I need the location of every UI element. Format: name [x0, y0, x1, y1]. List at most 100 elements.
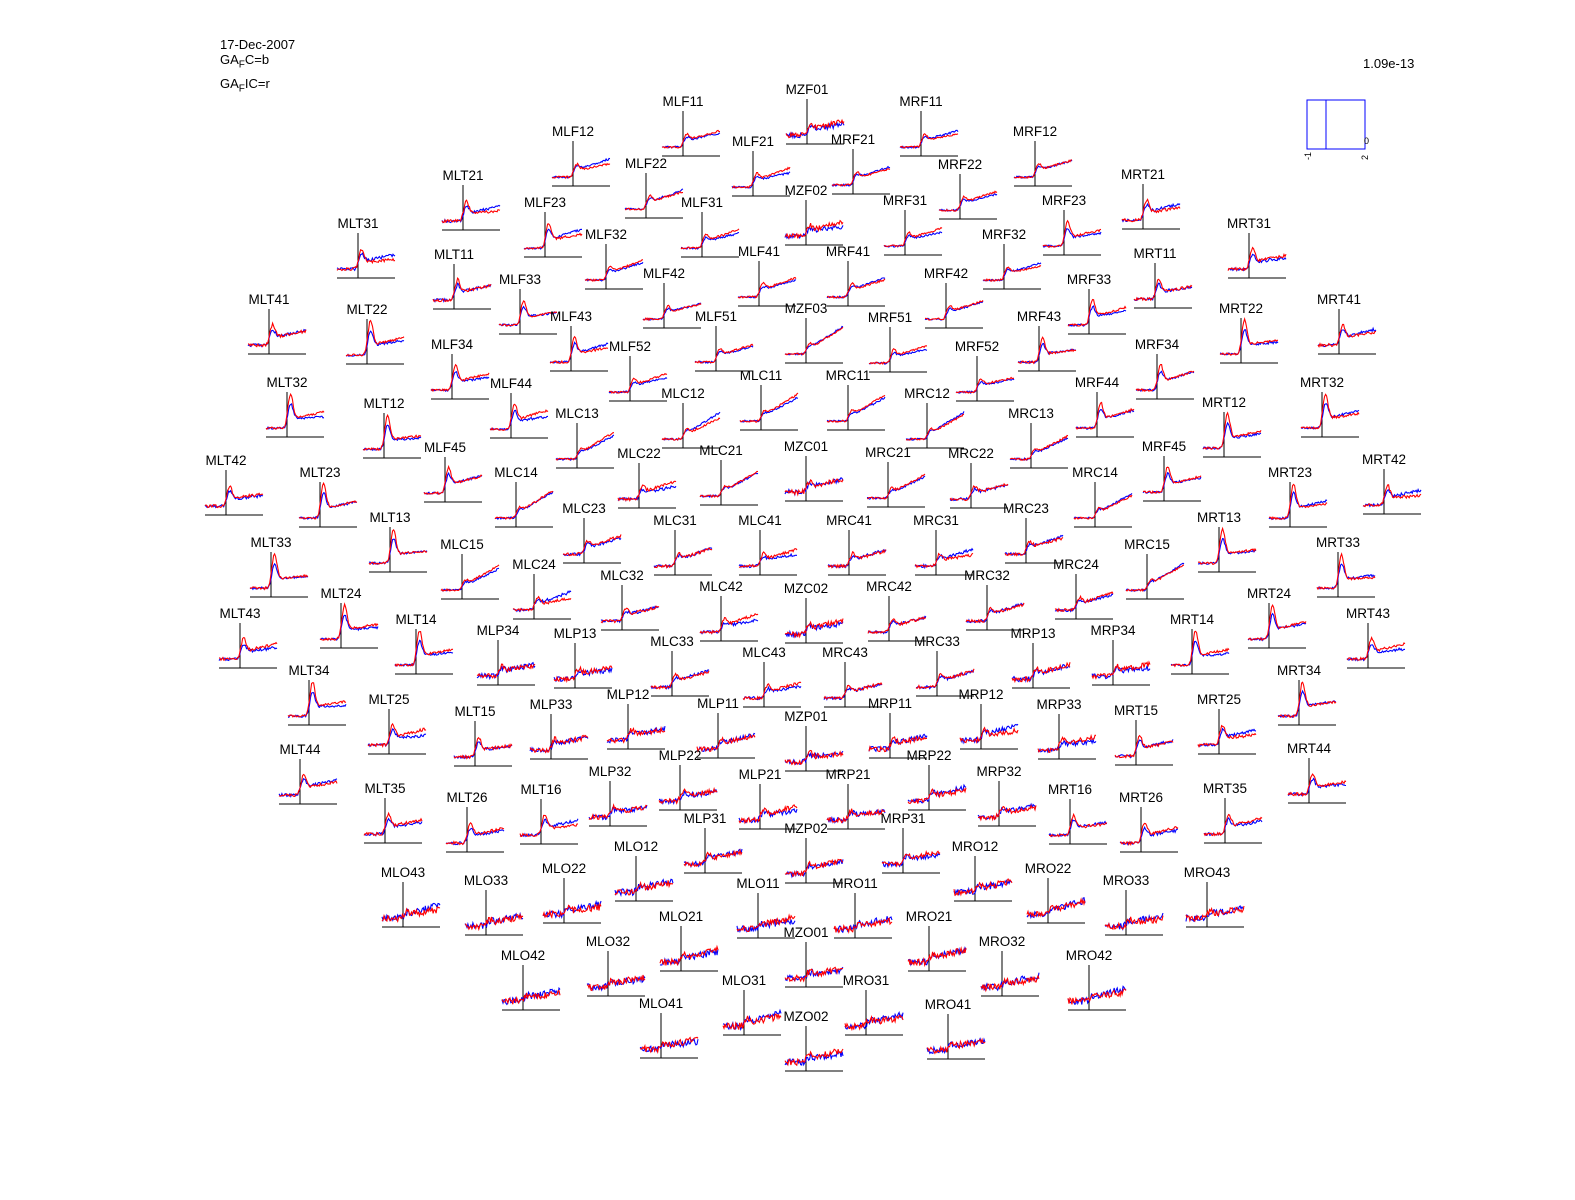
trace-series-1	[737, 279, 797, 299]
channel-panel-mlf23: MLF23	[523, 195, 583, 258]
trace-series-2	[823, 681, 883, 700]
channel-axes	[1105, 890, 1163, 936]
trace-series-2	[1316, 552, 1376, 591]
channel-label: MZP02	[784, 821, 828, 836]
channel-panel-mzo02: MZO02	[783, 1009, 844, 1072]
channel-axes	[465, 890, 523, 936]
trace-series-1	[1125, 562, 1185, 593]
trace-series-1	[394, 639, 454, 667]
channel-panel-mrf32: MRF32	[982, 227, 1042, 290]
channel-panel-mrt16: MRT16	[1048, 782, 1108, 845]
trace-series-1	[1277, 689, 1336, 719]
trace-series-2	[1133, 278, 1193, 302]
channel-panel-mrf52: MRF52	[955, 339, 1015, 402]
channel-panel-mlp13: MLP13	[553, 626, 613, 689]
channel-label: MLO31	[722, 973, 766, 988]
trace-series-2	[1104, 915, 1164, 931]
trace-series-2	[1091, 660, 1151, 680]
channel-label: MRC43	[822, 645, 868, 660]
trace-series-2	[739, 392, 799, 423]
channel-axes	[1204, 798, 1262, 844]
trace-series-2	[287, 682, 347, 718]
trace-series-2	[563, 534, 622, 557]
channel-panel-mlf32: MLF32	[584, 227, 644, 290]
channel-panel-mzf01: MZF01	[785, 82, 845, 145]
channel-axes	[550, 326, 608, 372]
trace-series-1	[562, 537, 622, 557]
trace-series-2	[867, 616, 927, 635]
channel-label: MLF45	[424, 440, 466, 455]
channel-label: MLF33	[499, 272, 541, 287]
channel-label: MZF01	[786, 82, 829, 97]
channel-axes	[1018, 326, 1076, 372]
trace-series-1	[866, 475, 926, 500]
channel-label: MLF12	[552, 124, 594, 139]
channel-label: MRC21	[865, 445, 911, 460]
trace-series-2	[542, 902, 602, 919]
channel-panel-mlt32: MLT32	[265, 375, 325, 438]
trace-series-1	[661, 132, 721, 149]
channel-panel-mrf44: MRF44	[1075, 375, 1135, 438]
channel-panel-mrp32: MRP32	[976, 764, 1037, 827]
channel-axes	[552, 141, 610, 187]
channel-axes	[681, 212, 739, 258]
trace-series-1	[826, 808, 886, 824]
channel-label: MRO42	[1066, 948, 1113, 963]
trace-series-1	[1026, 896, 1086, 920]
channel-label: MLP22	[659, 748, 702, 763]
trace-series-2	[381, 906, 441, 923]
channel-label: MRF33	[1067, 272, 1111, 287]
trace-series-2	[827, 548, 887, 569]
channel-label: MRC31	[913, 513, 959, 528]
trace-series-2	[218, 636, 278, 662]
channel-label: MRF22	[938, 157, 982, 172]
channel-axes	[845, 990, 903, 1036]
trace-series-1	[1268, 490, 1328, 521]
trace-series-1	[345, 330, 405, 357]
channel-label: MRC12	[904, 386, 950, 401]
channel-axes	[700, 596, 758, 642]
channel-axes	[1076, 392, 1134, 438]
trace-series-2	[965, 602, 1025, 624]
channel-axes	[442, 185, 500, 231]
channel-label: MLF31	[681, 195, 723, 210]
channel-axes	[981, 951, 1039, 997]
channel-label: MLC24	[512, 557, 556, 572]
channel-panel-mlf11: MLF11	[661, 94, 721, 157]
channel-panel-mrc11: MRC11	[826, 368, 886, 431]
channel-axes	[785, 598, 843, 644]
trace-series-2	[584, 259, 643, 282]
channel-panel-mlo32: MLO32	[586, 934, 646, 997]
trace-series-2	[501, 990, 561, 1005]
trace-series-2	[1017, 336, 1077, 365]
channel-axes	[927, 1014, 985, 1060]
channel-label: MRT21	[1121, 167, 1165, 182]
channel-panel-mrt11: MRT11	[1133, 246, 1193, 309]
trace-series-2	[650, 670, 710, 690]
channel-label: MLT12	[363, 396, 404, 411]
channel-label: MLT26	[446, 790, 487, 805]
trace-series-1	[498, 305, 557, 327]
channel-axes	[364, 798, 422, 844]
channel-panel-mlc41: MLC41	[738, 513, 798, 576]
trace-series-1	[785, 121, 845, 140]
channel-label: MLT33	[250, 535, 291, 550]
channel-label: MRF23	[1042, 193, 1086, 208]
channel-panel-mlo41: MLO41	[639, 996, 699, 1059]
channel-axes	[785, 318, 843, 364]
channel-panel-mzo01: MZO01	[783, 925, 844, 988]
channel-axes	[382, 882, 440, 928]
channel-panel-mlp12: MLP12	[607, 687, 666, 750]
trace-series-1	[1133, 282, 1193, 302]
trace-series-2	[784, 1048, 844, 1067]
channel-panel-mrp11: MRP11	[868, 696, 928, 759]
channel-label: MRT12	[1202, 395, 1246, 410]
channel-label: MRF21	[831, 132, 875, 147]
channel-panel-mrt32: MRT32	[1300, 375, 1360, 438]
channel-panel-mrp34: MRP34	[1090, 623, 1151, 686]
channel-axes	[827, 261, 885, 307]
channel-axes	[983, 244, 1041, 290]
channel-panel-mlf21: MLF21	[731, 134, 791, 197]
trace-series-2	[826, 394, 886, 423]
